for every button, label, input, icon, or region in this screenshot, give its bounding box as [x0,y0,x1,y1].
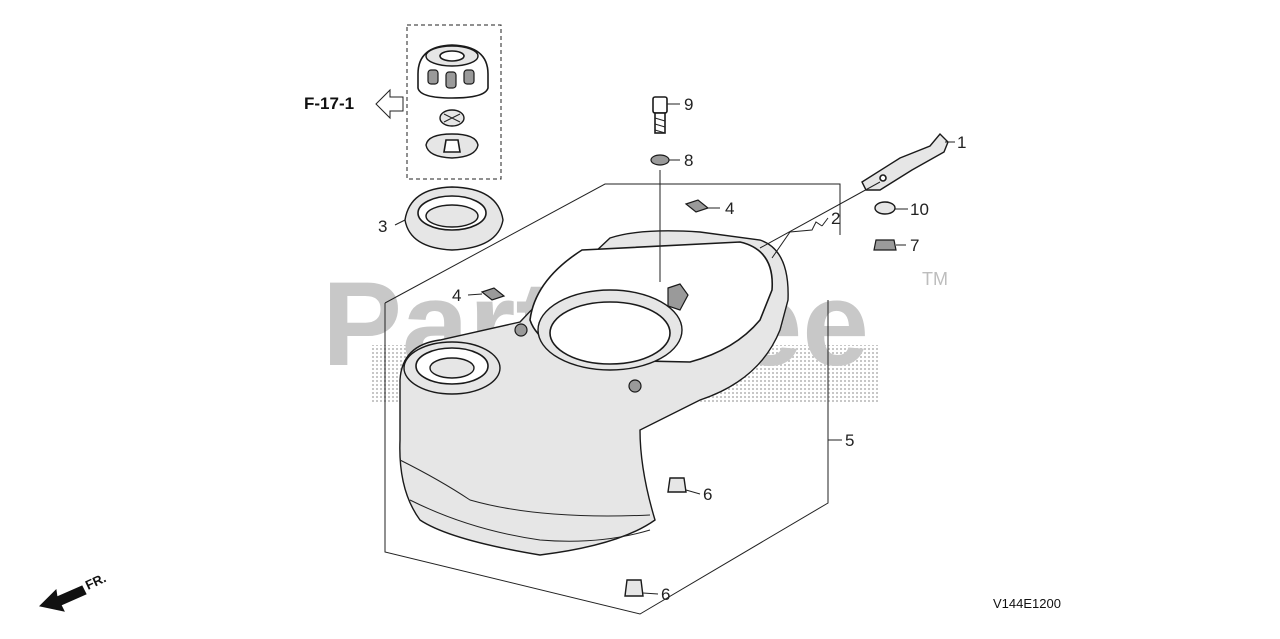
callout-1: 1 [957,133,966,152]
callout-4-lower: 4 [452,286,461,305]
bolt-part [652,96,668,282]
front-direction-indicator: FR. [38,570,108,612]
grommet-upper-part [667,477,687,493]
callout-9: 9 [684,95,693,114]
front-arrow-icon [38,585,87,612]
callout-6-upper: 6 [703,485,712,504]
callout-3: 3 [378,217,387,236]
trademark-text: TM [922,269,948,289]
rubber-pad-lower-part [480,287,506,301]
cap-gasket-part [404,186,504,251]
bracket-part [759,132,949,249]
callouts: 1 2 3 4 4 5 6 6 7 8 9 10 [378,95,966,604]
callout-2: 2 [831,209,840,228]
grommet-lower-part [624,579,644,597]
cross-reference-label: F-17-1 [304,94,354,113]
rod-part [771,221,823,259]
fuel-cap-part [417,44,489,99]
fuel-tank-part [384,183,841,615]
cross-reference: F-17-1 [304,88,404,120]
cap-filter-part [439,109,465,127]
cap-assembly-box [406,24,502,180]
callout-10: 10 [910,200,929,219]
callout-4-upper: 4 [725,199,734,218]
washer-8-part [650,154,670,166]
callout-6-lower: 6 [661,585,670,604]
cap-washer-part [425,133,479,159]
front-label: FR. [83,570,108,592]
rubber-pad-upper-part [684,199,710,213]
nut-7-part [873,239,897,251]
leader-lines [394,103,955,595]
callout-5: 5 [845,431,854,450]
callout-8: 8 [684,151,693,170]
diagram-code: V144E1200 [993,596,1061,611]
washer-10-part [874,201,896,215]
callout-7: 7 [910,236,919,255]
